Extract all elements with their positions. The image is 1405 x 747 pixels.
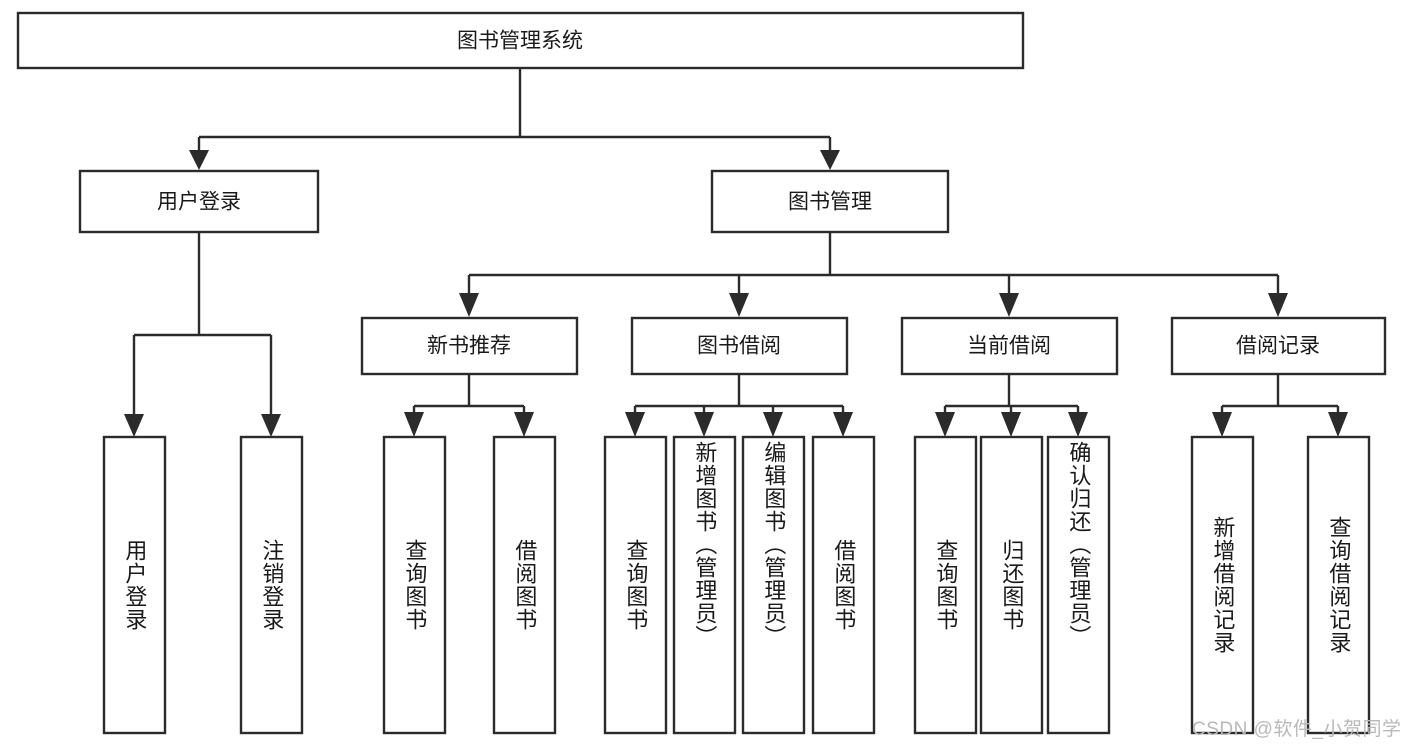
node-borrow-record-label: 借阅记录 [1236, 335, 1320, 358]
leaf-new-book-1-box[interactable] [382, 435, 447, 735]
leaf-book-borrow-1-box[interactable] [603, 435, 668, 735]
arrow-head-borrow-record-1 [1212, 412, 1232, 437]
node-new-book-recommend-label: 新书推荐 [427, 335, 511, 358]
leaf-current-borrow-2-box[interactable] [979, 435, 1044, 735]
arrow-head-new-book-1 [404, 412, 424, 437]
node-book-management[interactable]: 图书管理 [710, 169, 950, 234]
arrow-head-current-borrow-3 [1068, 412, 1088, 437]
arrow-head-current-borrow-2 [1001, 412, 1021, 437]
leaf-user-login-2-box[interactable] [239, 435, 304, 735]
arrow-head-book-borrow-3 [763, 412, 783, 437]
leaf-book-borrow-2-box[interactable] [672, 435, 737, 735]
node-current-borrow-box[interactable] [900, 316, 1119, 376]
node-book-borrow-box[interactable] [630, 316, 849, 376]
arrow-head-level1-1 [189, 150, 209, 170]
node-user-login-label: 用户登录 [157, 191, 241, 214]
node-borrow-record[interactable]: 借阅记录 [1170, 316, 1387, 376]
node-book-borrow-label: 图书借阅 [697, 335, 781, 358]
leaf-borrow-record-2-box[interactable] [1306, 435, 1371, 735]
node-book-management-box[interactable] [710, 169, 950, 234]
arrow-head-level2-2 [729, 293, 749, 317]
node-new-book-recommend[interactable]: 新书推荐 [360, 316, 579, 376]
node-borrow-record-box[interactable] [1170, 316, 1387, 376]
arrow-head-user-login-1 [124, 414, 144, 437]
node-book-borrow[interactable]: 图书借阅 [630, 316, 849, 376]
node-book-management-label: 图书管理 [788, 191, 872, 214]
node-root-box[interactable] [16, 11, 1025, 70]
arrow-head-book-borrow-2 [694, 412, 714, 437]
arrow-head-level2-4 [1268, 293, 1288, 317]
node-root-label: 图书管理系统 [457, 30, 583, 53]
arrow-head-new-book-2 [514, 412, 534, 437]
csdn-watermark: CSDN @软件_小贺同学 [1192, 719, 1402, 740]
node-current-borrow-label: 当前借阅 [967, 335, 1051, 358]
node-new-book-recommend-box[interactable] [360, 316, 579, 376]
node-current-borrow[interactable]: 当前借阅 [900, 316, 1119, 376]
arrow-head-level2-3 [999, 293, 1019, 317]
leaf-book-borrow-3-box[interactable] [741, 435, 806, 735]
arrow-head-level2-1 [459, 293, 479, 317]
arrow-head-book-borrow-1 [625, 412, 645, 437]
leaf-current-borrow-1-box[interactable] [913, 435, 978, 735]
leaf-borrow-record-1-box[interactable] [1190, 435, 1255, 735]
arrow-head-user-login-2 [261, 414, 281, 437]
arrow-head-borrow-record-2 [1328, 412, 1348, 437]
node-root[interactable]: 图书管理系统 [16, 11, 1025, 70]
leaf-current-borrow-3-box[interactable] [1046, 435, 1111, 735]
leaf-new-book-2-box[interactable] [492, 435, 557, 735]
arrow-head-book-borrow-4 [833, 412, 853, 437]
leaf-user-login-1-box[interactable] [102, 435, 167, 735]
node-user-login[interactable]: 用户登录 [78, 169, 320, 234]
arrow-head-current-borrow-1 [935, 412, 955, 437]
arrow-head-level1-2 [820, 150, 840, 170]
leaf-book-borrow-4-box[interactable] [811, 435, 876, 735]
